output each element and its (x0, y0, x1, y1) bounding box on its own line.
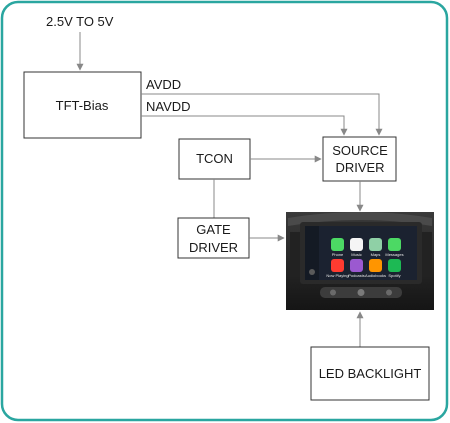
dashboard-hood (288, 212, 432, 226)
led-backlight-block (310, 346, 430, 401)
now-playing-app-icon (331, 259, 344, 272)
led-backlight-label: LED BACKLIGHT (319, 366, 422, 381)
gate-driver-label-line2: DRIVER (189, 240, 238, 255)
spotify-app-label: Spotify (388, 273, 400, 278)
control-knob-center-icon (357, 289, 365, 296)
display-image: Phone Music Maps Messages Now Playing Po… (286, 212, 434, 310)
input-voltage-label: 2.5V TO 5V (46, 14, 114, 29)
messages-app-icon (388, 238, 401, 251)
phone-app-icon (331, 238, 344, 251)
audiobooks-app-icon (369, 259, 382, 272)
maps-app-label: Maps (371, 252, 381, 257)
home-button-icon (309, 269, 315, 275)
source-driver-label-line2: DRIVER (335, 160, 384, 175)
now-playing-app-label: Now Playing (326, 273, 348, 278)
messages-app-label: Messages (385, 252, 403, 257)
gate-driver-label-line1: GATE (196, 222, 231, 237)
control-knob-left-icon (330, 289, 336, 296)
avdd-label: AVDD (146, 77, 181, 92)
source-driver-block (322, 136, 397, 182)
navdd-line (141, 115, 348, 136)
source-driver-label-line1: SOURCE (332, 143, 388, 158)
music-app-icon (350, 238, 363, 251)
spotify-app-icon (388, 259, 401, 272)
avdd-line (141, 93, 383, 136)
tft-bias-block (23, 71, 142, 139)
control-knob-right-icon (386, 289, 392, 296)
display-sidebar (305, 226, 319, 280)
maps-app-icon (369, 238, 382, 251)
tft-bias-label: TFT-Bias (56, 98, 109, 113)
air-vent-right (422, 232, 432, 276)
audiobooks-app-label: Audiobooks (365, 273, 386, 278)
podcasts-app-icon (350, 259, 363, 272)
tcon-label: TCON (196, 151, 233, 166)
phone-app-label: Phone (332, 252, 344, 257)
music-app-label: Music (351, 252, 361, 257)
podcasts-app-label: Podcasts (348, 273, 364, 278)
gate-driver-block (177, 217, 250, 259)
navdd-label: NAVDD (146, 99, 191, 114)
air-vent-left (290, 232, 300, 276)
